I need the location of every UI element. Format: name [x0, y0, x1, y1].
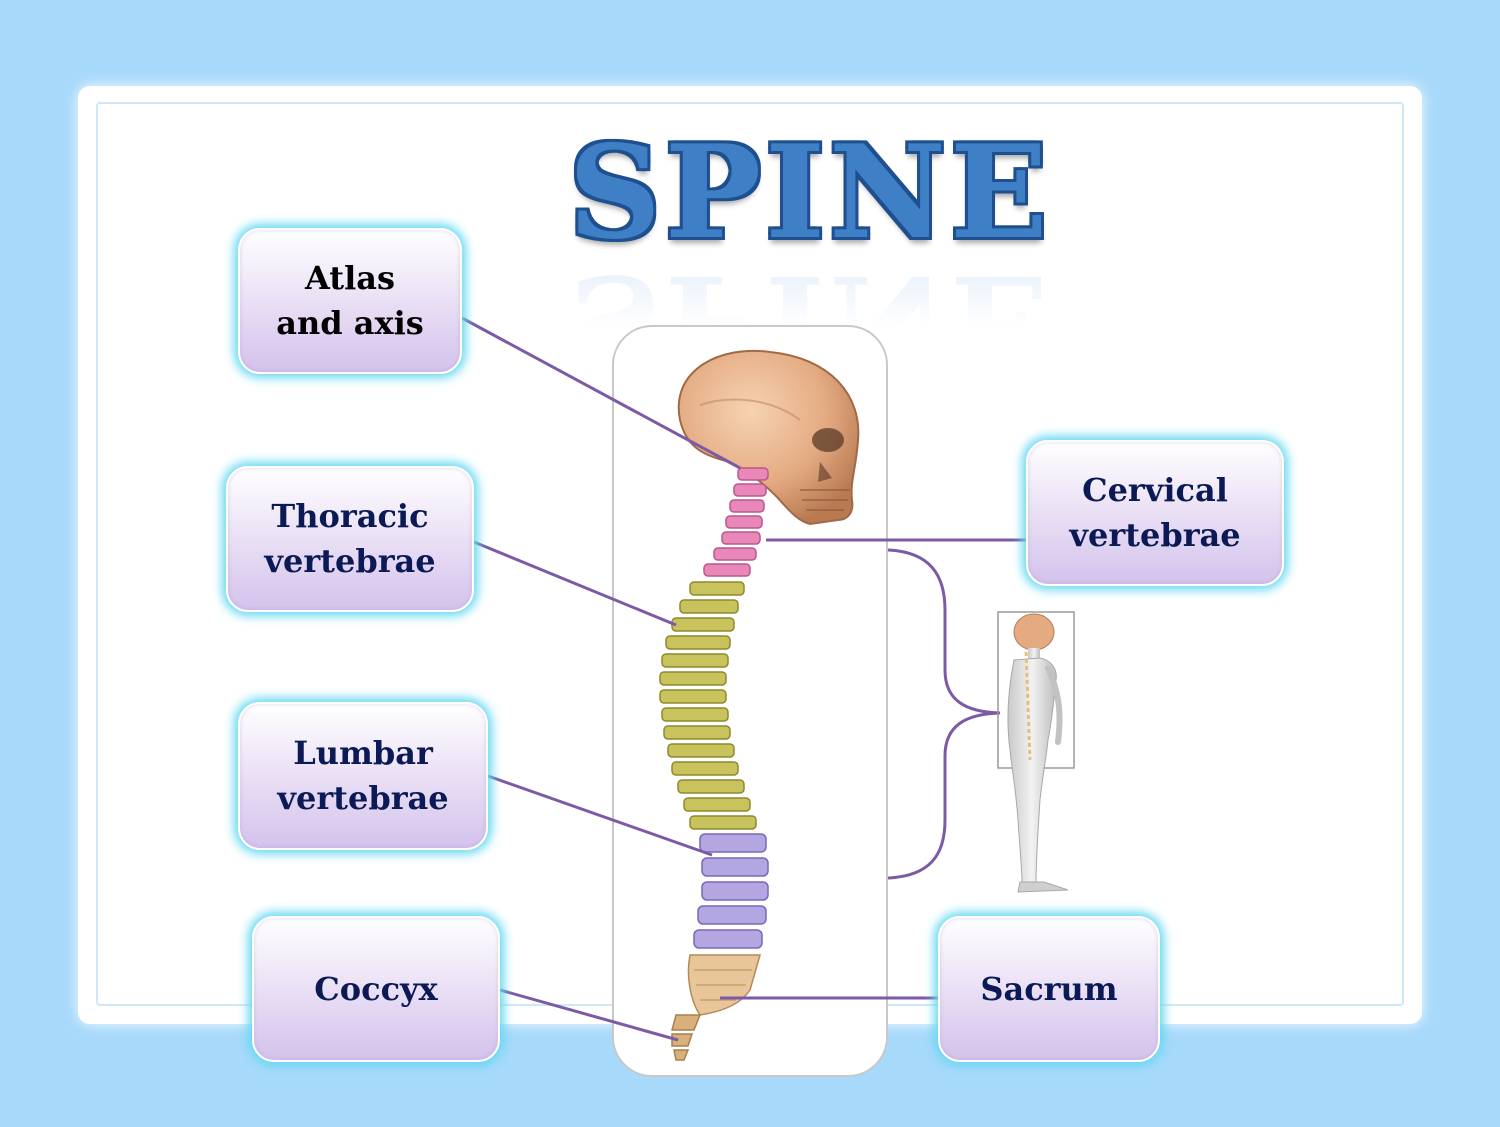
connector-lines: [461, 316, 1026, 1042]
curly-brace-icon: [887, 548, 1001, 880]
label-coccyx-text: Coccyx: [314, 969, 438, 1008]
connector-coccyx: [499, 988, 679, 1042]
label-cervical-vertebrae: Cervical vertebrae: [1026, 440, 1284, 586]
label-lumbar-line1: Lumbar: [293, 734, 433, 772]
sacrum-segment: [687, 954, 761, 1016]
title-group: SPINE SPINE: [530, 118, 1090, 396]
cervical-segment: [703, 467, 769, 577]
human-body-icon: [997, 611, 1075, 893]
thoracic-segment: [659, 581, 757, 830]
connector-thoracic: [473, 540, 677, 627]
label-coccyx: Coccyx: [252, 916, 500, 1062]
label-atlas-line2: and axis: [276, 304, 424, 342]
label-atlas-and-axis: Atlas and axis: [238, 228, 462, 374]
label-cervical-line2: vertebrae: [1069, 516, 1241, 554]
label-lumbar-vertebrae: Lumbar vertebrae: [238, 702, 488, 850]
connector-lumbar: [487, 774, 713, 857]
label-thoracic-vertebrae: Thoracic vertebrae: [226, 466, 474, 612]
label-thoracic-line2: vertebrae: [264, 542, 436, 580]
label-atlas-line1: Atlas: [305, 259, 395, 297]
spine-icon: [659, 467, 769, 1061]
skull-icon: [677, 349, 860, 526]
label-thoracic-line1: Thoracic: [271, 497, 429, 535]
label-sacrum: Sacrum: [938, 916, 1160, 1062]
coccyx-segment: [671, 1014, 702, 1061]
page-title: SPINE: [568, 118, 1052, 268]
label-sacrum-text: Sacrum: [980, 969, 1118, 1008]
label-lumbar-line2: vertebrae: [277, 779, 449, 817]
label-cervical-line1: Cervical: [1082, 471, 1228, 509]
lumbar-segment: [693, 833, 769, 949]
connector-atlas: [461, 316, 741, 470]
